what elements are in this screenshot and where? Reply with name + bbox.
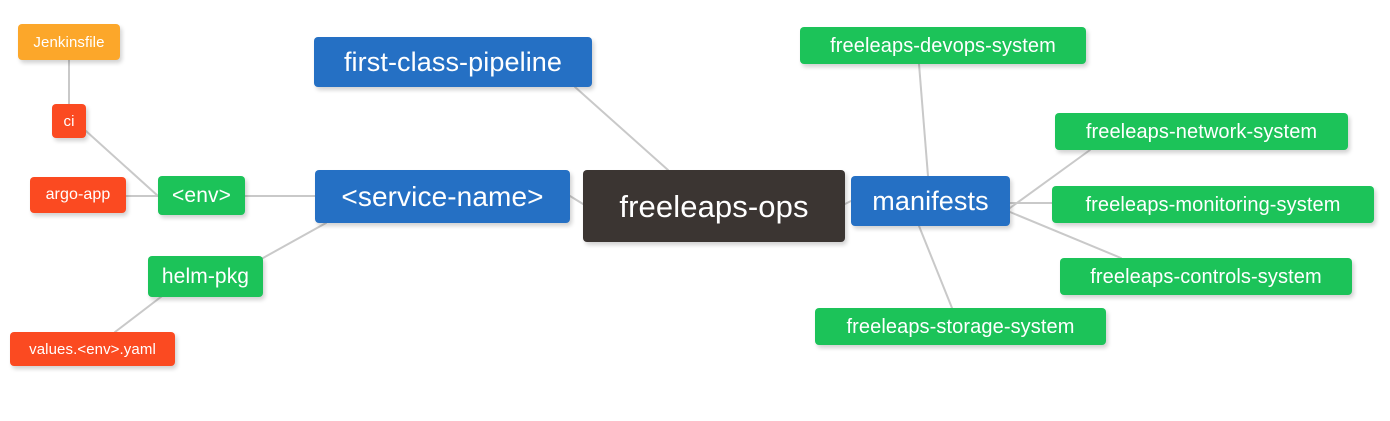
node-label-env: <env> [172,184,231,207]
node-first-class-pipeline[interactable]: first-class-pipeline [314,37,592,87]
node-manifests[interactable]: manifests [851,176,1010,226]
node-values-env-yaml[interactable]: values.<env>.yaml [10,332,175,366]
node-ci[interactable]: ci [52,104,86,138]
node-monitoring-system[interactable]: freeleaps-monitoring-system [1052,186,1374,223]
node-argo-app[interactable]: argo-app [30,177,126,213]
node-label-service-name: <service-name> [341,180,544,212]
node-service-name[interactable]: <service-name> [315,170,570,223]
node-label-devops-system: freeleaps-devops-system [830,34,1056,57]
node-network-system[interactable]: freeleaps-network-system [1055,113,1348,150]
node-storage-system[interactable]: freeleaps-storage-system [815,308,1106,345]
node-label-network-system: freeleaps-network-system [1085,120,1318,143]
edge-manifests-to-storage-system [918,225,953,309]
node-label-helm-pkg: helm-pkg [161,265,250,288]
node-label-freeleaps-ops: freeleaps-ops [619,188,809,224]
node-helm-pkg[interactable]: helm-pkg [148,256,263,297]
node-freeleaps-ops[interactable]: freeleaps-ops [583,170,845,242]
node-label-argo-app: argo-app [45,186,111,203]
node-jenkinsfile[interactable]: Jenkinsfile [18,24,120,60]
edge-first-class-pipeline-to-freeleaps-ops [574,86,669,171]
node-label-ci: ci [63,112,75,130]
node-controls-system[interactable]: freeleaps-controls-system [1060,258,1352,295]
node-devops-system[interactable]: freeleaps-devops-system [800,27,1086,64]
node-label-monitoring-system: freeleaps-monitoring-system [1085,193,1341,216]
node-label-values-env-yaml: values.<env>.yaml [29,340,156,358]
node-label-first-class-pipeline: first-class-pipeline [343,46,563,77]
node-label-manifests: manifests [872,185,989,216]
node-env[interactable]: <env> [158,176,245,215]
node-label-controls-system: freeleaps-controls-system [1090,265,1322,288]
edge-service-name-to-helm-pkg [262,222,327,259]
node-label-storage-system: freeleaps-storage-system [846,315,1075,338]
edge-service-name-to-freeleaps-ops [569,195,584,205]
edge-manifests-to-devops-system [918,63,929,177]
node-label-jenkinsfile: Jenkinsfile [33,33,105,51]
